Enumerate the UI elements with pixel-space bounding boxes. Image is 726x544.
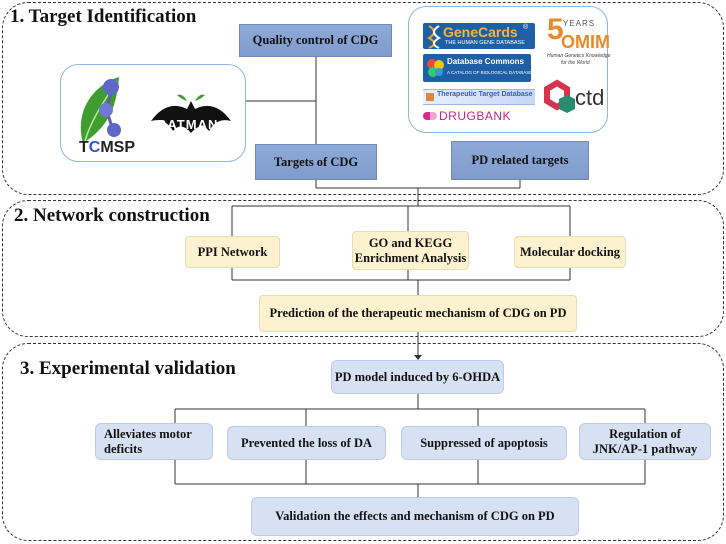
database-commons-title: Database Commons <box>447 57 524 66</box>
jnk-pathway-box: Regulation of JNK/AP-1 pathway <box>579 423 711 460</box>
section-3-title: 3. Experimental validation <box>20 358 236 379</box>
database-commons-logo: Database Commons A CATALOG OF BIOLOGICAL… <box>423 54 535 82</box>
drugbank-pill-icon <box>423 112 437 120</box>
omim-text: OMIM <box>561 32 610 52</box>
genecards-subtitle: THE HUMAN GENE DATABASE <box>445 40 525 46</box>
motor-line-1: Alleviates motor <box>104 427 192 442</box>
ctd-text: ctd <box>575 85 605 110</box>
batman-logo-icon <box>151 94 231 133</box>
suppressed-apoptosis-box: Suppressed of apoptosis <box>401 426 567 460</box>
section-experimental-validation <box>2 343 724 541</box>
prevented-da-loss-box: Prevented the loss of DA <box>227 426 386 460</box>
databases-panel: GeneCards ® THE HUMAN GENE DATABASE Data… <box>408 6 611 133</box>
section-network-construction <box>2 200 724 337</box>
ttd-logo: Therapeutic Target Database <box>423 89 535 105</box>
tcmsp-c: C <box>88 139 101 156</box>
ctd-hexagon-icon <box>544 79 575 113</box>
tcmsp-logo-text: TCMSP <box>79 139 135 157</box>
go-kegg-line-2: Enrichment Analysis <box>354 250 467 265</box>
pd-related-targets-box: PD related targets <box>451 141 589 180</box>
jnk-line-1: Regulation of <box>609 427 681 442</box>
alleviates-motor-deficits-box: Alleviates motor deficits <box>95 423 213 460</box>
omim-subtitle-1: Human Genetics Knowledge <box>547 53 611 59</box>
drugbank-text: DRUGBANK <box>439 109 512 123</box>
omim-five: 5 <box>547 13 564 46</box>
ttd-icon <box>426 93 434 101</box>
tcmsp-logo-icon <box>80 77 121 143</box>
ppi-network-box: PPI Network <box>185 236 280 268</box>
section-2-title: 2. Network construction <box>14 205 210 226</box>
tcmsp-batman-panel: BATMAN TCMSP <box>60 64 246 162</box>
targets-of-cdg-box: Targets of CDG <box>255 144 377 180</box>
validation-box: Validation the effects and mechanism of … <box>251 497 579 536</box>
quality-control-box: Quality control of CDG <box>239 24 392 57</box>
batman-logo-text: BATMAN <box>157 117 219 132</box>
prediction-box: Prediction of the therapeutic mechanism … <box>259 295 577 332</box>
motor-line-2: deficits <box>104 441 143 456</box>
database-commons-subtitle: A CATALOG OF BIOLOGICAL DATABASES <box>447 70 536 75</box>
omim-subtitle-2: for the World <box>561 60 590 66</box>
tcmsp-t: T <box>79 139 89 156</box>
section-1-title: 1. Target Identification <box>10 6 197 27</box>
omim-logo: 5 YEARS OMIM Human Genetics Knowledge fo… <box>547 13 611 75</box>
go-kegg-box: GO and KEGG Enrichment Analysis <box>352 231 469 270</box>
database-commons-icon <box>427 59 444 77</box>
omim-years: YEARS <box>563 19 596 28</box>
genecards-title: GeneCards <box>443 24 518 40</box>
genecards-reg: ® <box>523 24 529 31</box>
genecards-logo: GeneCards ® THE HUMAN GENE DATABASE <box>423 23 535 49</box>
go-kegg-line-1: GO and KEGG <box>368 236 453 251</box>
dna-icon <box>427 25 441 49</box>
section-target-identification <box>2 2 724 195</box>
pd-model-box: PD model induced by 6-OHDA <box>331 360 504 394</box>
jnk-line-2: JNK/AP-1 pathway <box>592 441 698 456</box>
molecular-docking-box: Molecular docking <box>514 236 626 268</box>
ttd-text: Therapeutic Target Database <box>437 91 533 98</box>
tcmsp-rest: MSP <box>100 139 136 156</box>
